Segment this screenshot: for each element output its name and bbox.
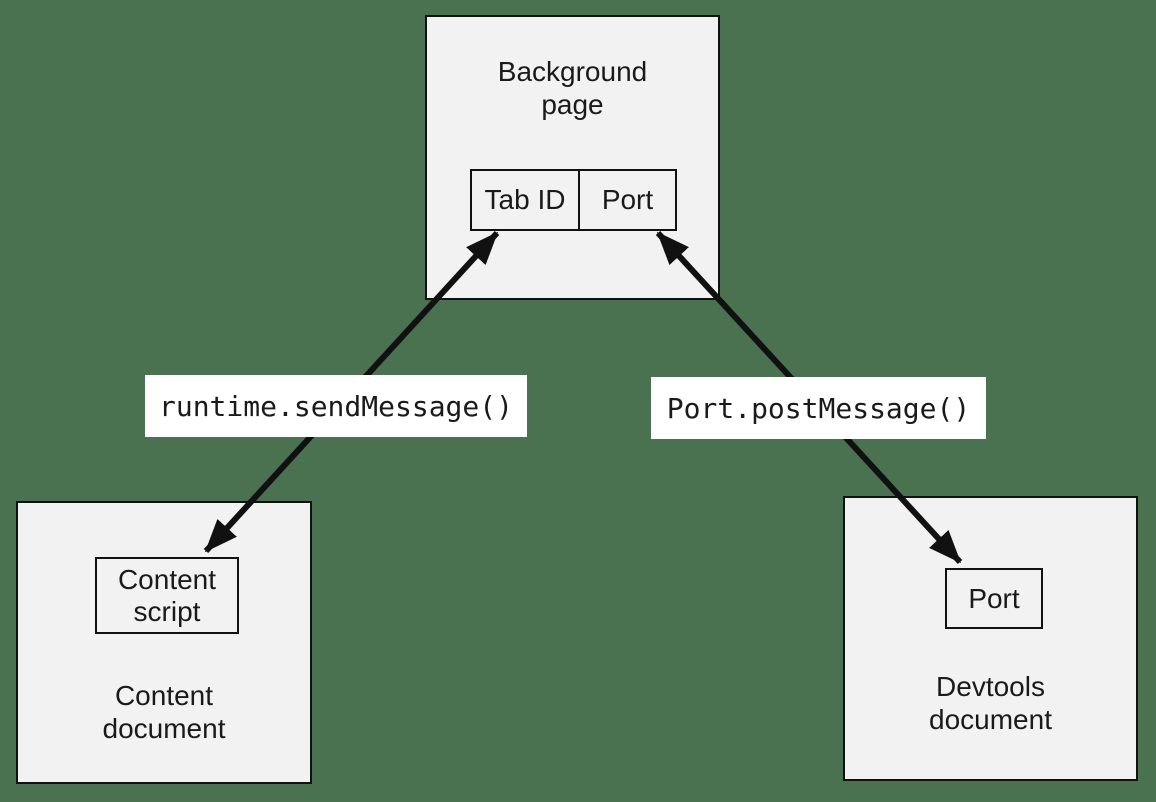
node-background-page: Background page bbox=[425, 15, 720, 300]
content-document-title-line1: Content bbox=[114, 680, 214, 711]
content-script-line2: script bbox=[133, 595, 201, 627]
background-page-title-line1: Background bbox=[497, 56, 648, 87]
devtools-document-title-line2: document bbox=[929, 704, 1052, 735]
background-page-title: Background page bbox=[427, 55, 718, 121]
tab-id-port-table: Tab ID Port bbox=[470, 169, 677, 231]
content-script-box: Content script bbox=[95, 557, 239, 634]
label-runtime-sendmessage: runtime.sendMessage() bbox=[145, 375, 527, 437]
content-document-title-line2: document bbox=[102, 713, 226, 744]
label-port-postmessage: Port.postMessage() bbox=[651, 377, 986, 439]
content-document-title: Content document bbox=[18, 679, 310, 745]
devtools-document-title-line1: Devtools bbox=[936, 671, 1045, 702]
content-script-label: Content script bbox=[118, 564, 216, 628]
table-cell-tab-id: Tab ID bbox=[472, 171, 580, 229]
devtools-port-box: Port bbox=[945, 568, 1043, 629]
content-script-line1: Content bbox=[117, 563, 217, 595]
background-page-title-line2: page bbox=[541, 89, 604, 120]
table-cell-port: Port bbox=[601, 184, 654, 215]
node-content-document: Content script Content document bbox=[16, 501, 312, 784]
node-devtools-document: Port Devtools document bbox=[843, 496, 1138, 781]
devtools-document-title: Devtools document bbox=[845, 670, 1136, 736]
devtools-port-label: Port bbox=[968, 582, 1020, 614]
